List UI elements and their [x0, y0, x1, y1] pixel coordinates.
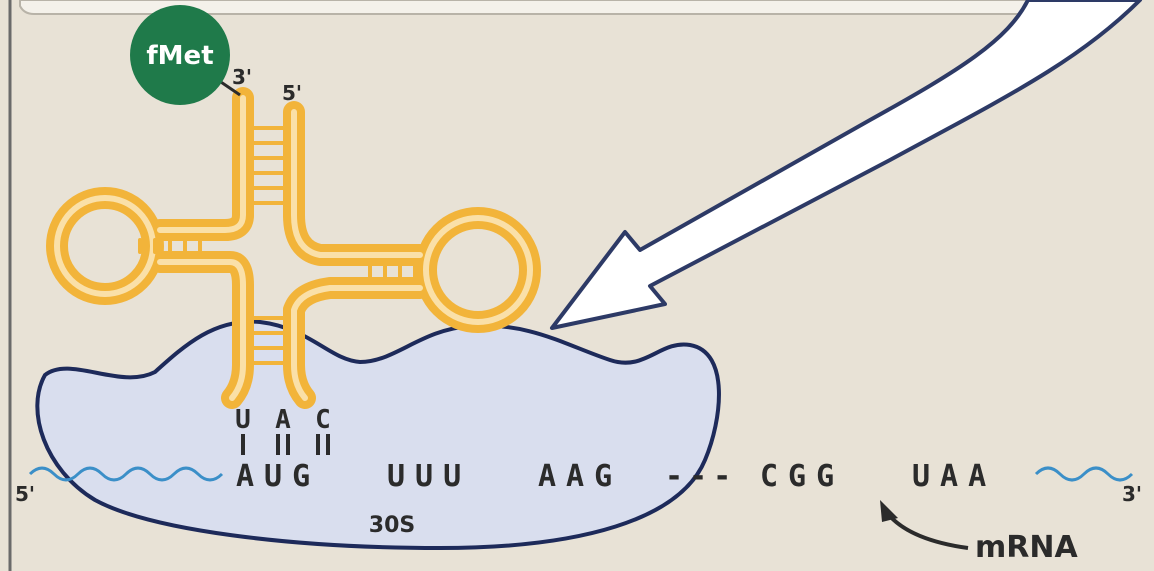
- subunit-label: 30S: [369, 513, 415, 538]
- mrna-pointer-arrow: [888, 514, 968, 548]
- trna-5prime-label: 5': [282, 81, 302, 105]
- anticodon: U A C: [235, 405, 331, 435]
- codon-3: AAG: [538, 459, 622, 494]
- mrna-3prime-label: 3': [1122, 482, 1142, 506]
- codon-5: UAA: [912, 459, 996, 494]
- anticodon-base-3: C: [315, 405, 331, 435]
- fmet-label: fMet: [146, 41, 213, 71]
- trna-3prime-label: 3': [232, 65, 252, 89]
- anticodon-base-2: A: [275, 405, 291, 435]
- gap-dashes: ---: [665, 459, 737, 494]
- mrna-wave-right: [1036, 468, 1132, 480]
- pointer-arrow: [552, 0, 1140, 328]
- mrna-5prime-label: 5': [15, 482, 35, 506]
- codon-4: CGG: [760, 459, 844, 494]
- codon-2: UUU: [387, 459, 471, 494]
- mrna-label: mRNA: [975, 530, 1078, 565]
- anticodon-base-1: U: [235, 405, 251, 435]
- codon-1: AUG: [236, 459, 320, 494]
